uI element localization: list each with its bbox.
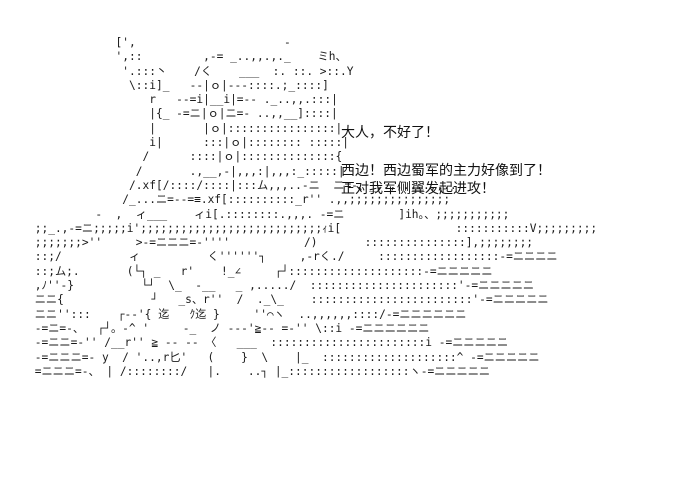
ascii-art-row: / ::::|ｏ|::::::::::::::{ xyxy=(28,150,343,164)
ascii-art-row: /.xf[/::::/::::|:::ム,,,..-ニ ニ=-、_..,,...… xyxy=(28,178,457,192)
ascii-art-row: | |ｏ|::::::::::::::::| xyxy=(28,121,343,135)
ascii-art-row: [', - xyxy=(28,36,291,49)
ascii-art-row: ;;_.,-=ニ;;;;;i';;;;;;;;;;;;;;;;;;;;;;;;;… xyxy=(28,221,598,235)
ascii-art-row: ::;/ ィ く''''''┐ ,-rく./ :::::::::::::::::… xyxy=(28,250,558,264)
ascii-art-row: - , ィ___ ィi[.::::::::.,,,. -=ニ ]ih。、;;;;… xyxy=(28,207,510,221)
ascii-art-row: -=ニニ=-'' /__r'' ≧ -- -- 〈 ___ ::::::::::… xyxy=(28,336,509,350)
ascii-art-row: \::i]_ --|ｏ|---::::.;_::::] xyxy=(28,78,329,92)
ascii-art-row: ニニ''::: ┌--'{ 迄 ｸ迄 } ''⌒ヽ ..,,,,,,::::/-… xyxy=(28,307,467,321)
ascii-art-row: /_...ニ=--=≡.xf[::::::::::_r'' .,,;;;;;;;… xyxy=(28,193,451,207)
ascii-art-row: -=ニ=-、 ┌┘。-^ ' -_ ノ ---'≧-- =-'' \::i -=… xyxy=(28,321,430,335)
dialogue-line-alarm: 大人，不好了！ xyxy=(341,125,439,141)
ascii-art-row: -=ニニニ=- y / '..,r匕' ( } \ |_ :::::::::::… xyxy=(28,350,540,364)
ascii-art-row: |{_ -=ニ|ｏ|ニ=- ..,,__]::::| xyxy=(28,107,338,121)
ascii-art-row: ニニ{ ┘ _s、r'' / ._\_ ::::::::::::::::::::… xyxy=(28,293,549,307)
ascii-art-row: ::;ム;. (└┐ _ r' !_∠ ┌┘::::::::::::::::::… xyxy=(28,264,493,278)
ascii-art-row: / .,__,-|,,,:|,,,:_:::::| xyxy=(28,164,345,178)
ascii-art-row: '.:::丶 /く ___ :. ::. >::.Y xyxy=(28,64,354,78)
ascii-art-row: ,ﾉ''-} └┘ \_ -__ _ ,...../ :::::::::::::… xyxy=(28,279,535,293)
dialogue-line-enemy-arrival: 西边！西边蜀军的主力好像到了！ xyxy=(341,163,551,179)
dialogue-line-flank-attack: 正对我军侧翼发起进攻！ xyxy=(341,181,495,197)
ascii-art-row: ;;;;;;;>'' >-=ニニニ=-'''' /) :::::::::::::… xyxy=(28,236,534,250)
ascii-art-row: ',:: ,-= _..,,.,._ ミh、 xyxy=(28,50,347,64)
ascii-art-row: =ニニニ=-、 | /::::::::/ |. ..┐ |_::::::::::… xyxy=(28,364,491,378)
ascii-art-row: r --=i|__i|=-- ._..,,.:::| xyxy=(28,93,338,107)
ascii-art-row: i| :::|ｏ|:::::::: :::::| xyxy=(28,136,350,150)
ascii-art-figure: [', - ',:: ,-= _..,,.,._ ミh、 '.:::丶 /く _… xyxy=(28,36,597,379)
